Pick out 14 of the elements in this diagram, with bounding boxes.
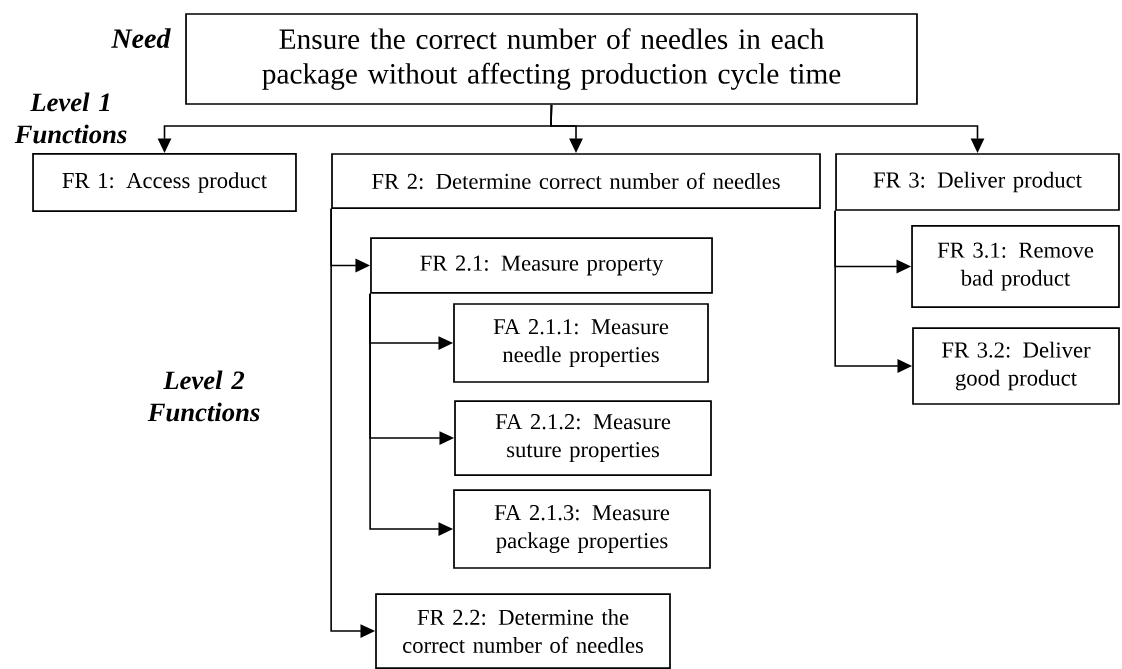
- function-box: FR 2: Determine correct number of needles: [331, 153, 821, 209]
- function-box: FR 3.1: Remove bad product: [911, 225, 1120, 308]
- function-box: FR 3.2: Deliver good product: [912, 327, 1120, 405]
- function-box: FR 2.2: Determine the correct number of needles: [375, 593, 671, 669]
- function-box: FR 1: Access product: [32, 153, 297, 212]
- function-box: FA 2.1.2: Measure suture properties: [454, 400, 712, 476]
- function-box: FA 2.1.1: Measure needle properties: [453, 303, 709, 383]
- function-box: FR 2.1: Measure property: [370, 237, 713, 294]
- function-box: FR 3: Deliver product: [835, 153, 1120, 211]
- need-label: Need: [111, 28, 171, 48]
- level-label: Level 2 Functions: [147, 370, 260, 422]
- function-box: FA 2.1.3: Measure package properties: [453, 489, 711, 569]
- function-box: Ensure the correct number of needles in each package without affecting production cycle time: [185, 13, 918, 105]
- level-label: Level 1 Functions: [14, 92, 127, 144]
